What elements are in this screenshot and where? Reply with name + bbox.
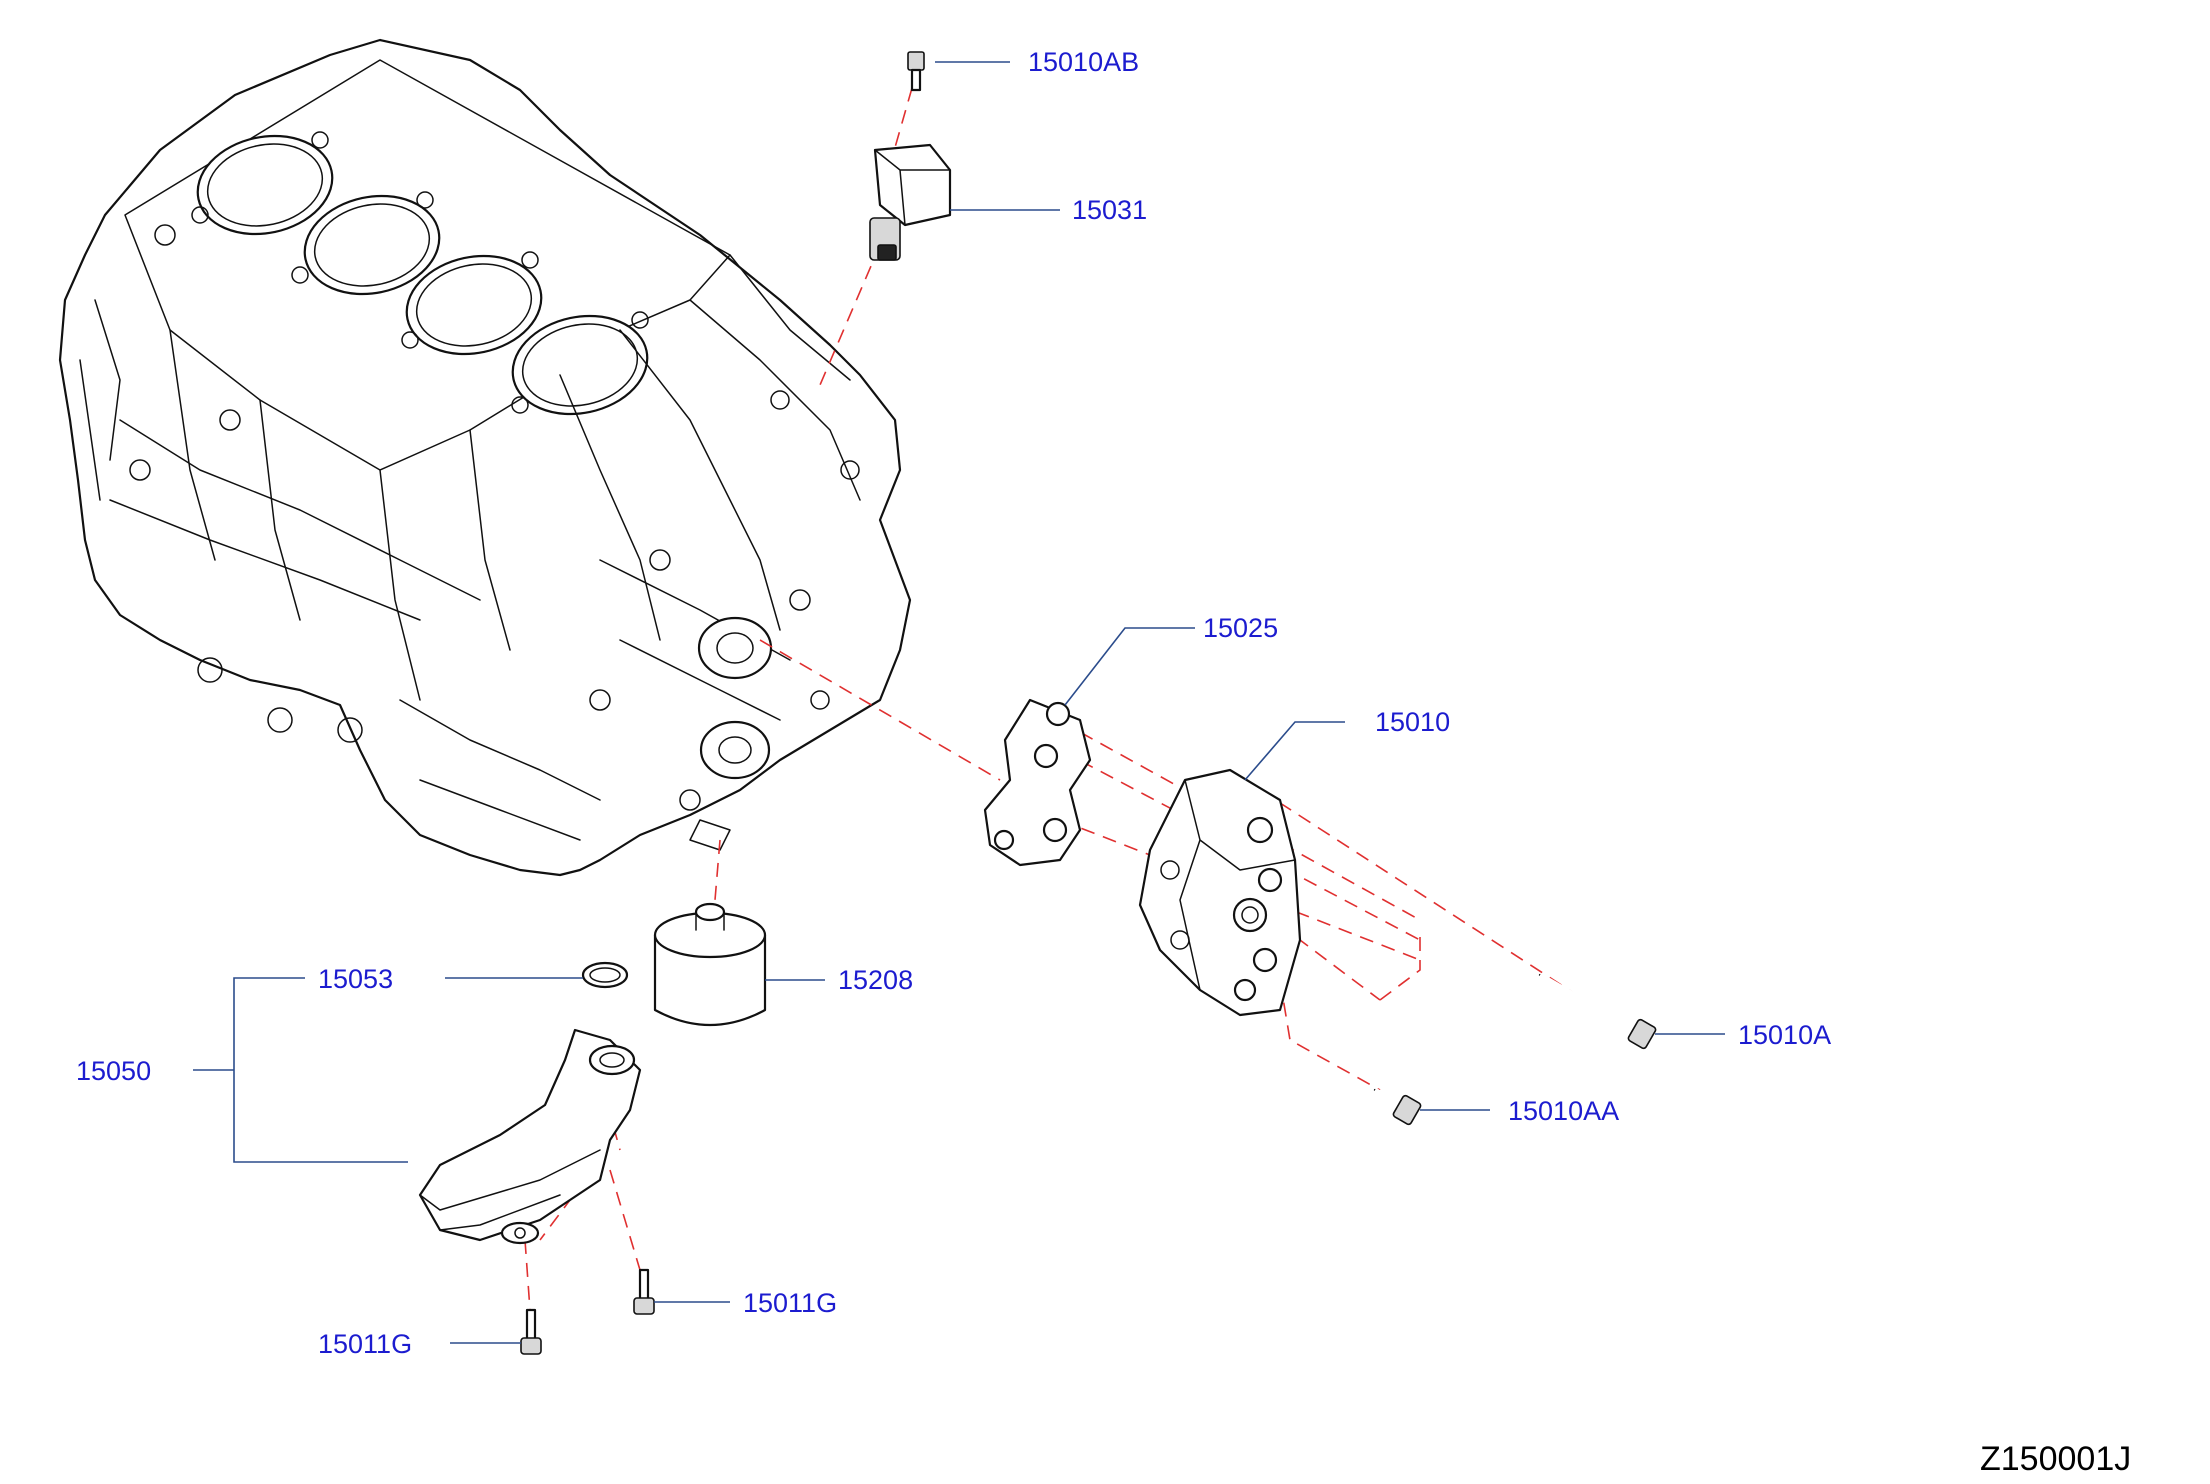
oil-filter-illustration: [653, 902, 767, 1026]
gasket-illustration: [983, 698, 1092, 867]
bolt-15011G-right-illustration: [633, 1268, 655, 1315]
label-15208: 15208: [838, 965, 913, 995]
label-15031: 15031: [1072, 195, 1147, 225]
label-15025: 15025: [1203, 613, 1278, 643]
label-15011G-left: 15011G: [318, 1329, 412, 1359]
oil-control-solenoid-illustration: [869, 143, 952, 261]
bolt-15010AB-illustration: [907, 51, 925, 92]
bolt-15010A-illustration: [1538, 972, 1657, 1050]
oil-strainer-illustration: [418, 1028, 642, 1245]
label-15010AB: 15010AB: [1028, 47, 1139, 77]
leader-lines: [193, 61, 1725, 1344]
diagram-id: Z150001J: [1980, 1440, 2131, 1478]
cylinder-block-illustration: [58, 38, 912, 877]
label-15011G-right: 15011G: [743, 1288, 837, 1318]
label-15010: 15010: [1375, 707, 1450, 737]
label-15053: 15053: [318, 964, 393, 994]
label-15050: 15050: [76, 1056, 151, 1086]
o-ring-illustration: [581, 961, 629, 989]
oil-pump-illustration: [1138, 768, 1302, 1017]
bolt-15010AA-illustration: [1373, 1087, 1422, 1126]
label-15010AA: 15010AA: [1508, 1096, 1619, 1126]
label-15010A: 15010A: [1738, 1020, 1831, 1050]
bolt-15011G-left-illustration: [520, 1308, 542, 1355]
